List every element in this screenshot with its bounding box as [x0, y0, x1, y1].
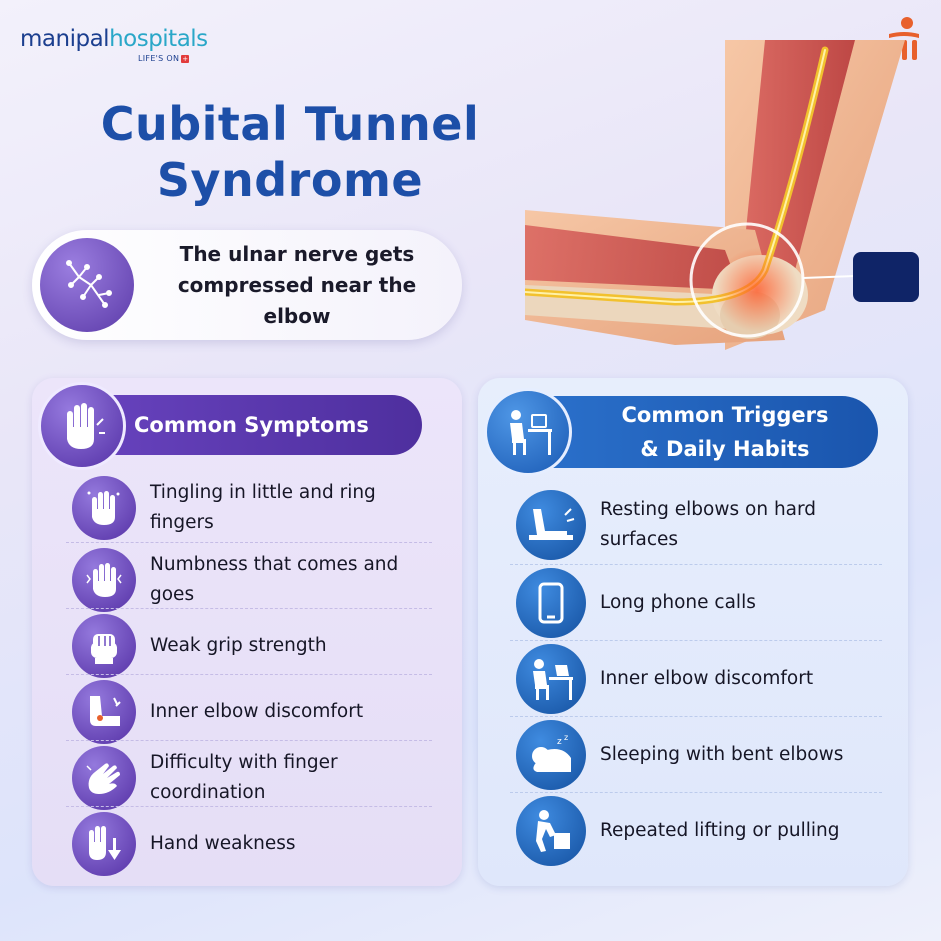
- nerve-icon: [40, 238, 134, 332]
- plus-icon: +: [181, 55, 190, 63]
- hand-down-icon: [72, 812, 136, 876]
- fist-icon: [72, 614, 136, 678]
- title-line-1: Cubital Tunnel: [100, 97, 480, 151]
- title-line-2: Syndrome: [156, 153, 424, 207]
- symptom-item-label: Difficulty with finger coordination: [150, 752, 338, 803]
- trigger-item-label: Repeated lifting or pulling: [600, 820, 840, 841]
- trigger-divider: [510, 716, 882, 717]
- elbow-pain-icon: [72, 680, 136, 744]
- definition-pill: The ulnar nerve gets compressed near the…: [32, 230, 462, 340]
- symptom-divider: [66, 806, 432, 807]
- trigger-item-label: Resting elbows on hard surfaces: [600, 499, 817, 550]
- hand-icon: [38, 382, 126, 470]
- trigger-item-label: Long phone calls: [600, 592, 756, 613]
- trigger-item-label: Inner elbow discomfort: [600, 668, 814, 689]
- tingling-hand-icon: [72, 476, 136, 540]
- symptom-divider: [66, 674, 432, 675]
- desk-worker-icon: [484, 388, 572, 476]
- symptom-item-label: Inner elbow discomfort: [150, 701, 364, 722]
- phone-icon: [516, 568, 586, 638]
- symptom-item-label: Tingling in little and ring fingers: [150, 482, 376, 533]
- symptoms-heading: Common Symptoms: [134, 413, 369, 437]
- fingers-icon: [72, 746, 136, 810]
- trigger-divider: [510, 564, 882, 565]
- symptom-divider: [66, 608, 432, 609]
- brand-logo: manipalhospitals LIFE'S ON+: [20, 26, 208, 63]
- lifting-icon: [516, 796, 586, 866]
- symptom-item-label: Weak grip strength: [150, 635, 327, 656]
- desk-worker-icon: [516, 644, 586, 714]
- trigger-divider: [510, 640, 882, 641]
- symptom-divider: [66, 740, 432, 741]
- definition-text: The ulnar nerve gets compressed near the…: [177, 241, 417, 328]
- svg-text:z: z: [564, 734, 568, 742]
- elbow-rest-icon: [516, 490, 586, 560]
- symptom-item-label: Hand weakness: [150, 833, 296, 854]
- svg-text:z: z: [557, 737, 562, 747]
- triggers-heading: Common Triggers& Daily Habits: [621, 403, 829, 461]
- elbow-anatomy-illustration: [521, 40, 941, 380]
- symptom-divider: [66, 542, 432, 543]
- numb-hand-icon: [72, 548, 136, 612]
- brand-name: manipalhospitals: [20, 26, 208, 52]
- brand-tagline: LIFE'S ON+: [138, 54, 190, 63]
- page-title: Cubital Tunnel Syndrome: [40, 96, 540, 208]
- trigger-item-label: Sleeping with bent elbows: [600, 744, 844, 765]
- symptom-item-label: Numbness that comes and goes: [150, 554, 399, 605]
- trigger-divider: [510, 792, 882, 793]
